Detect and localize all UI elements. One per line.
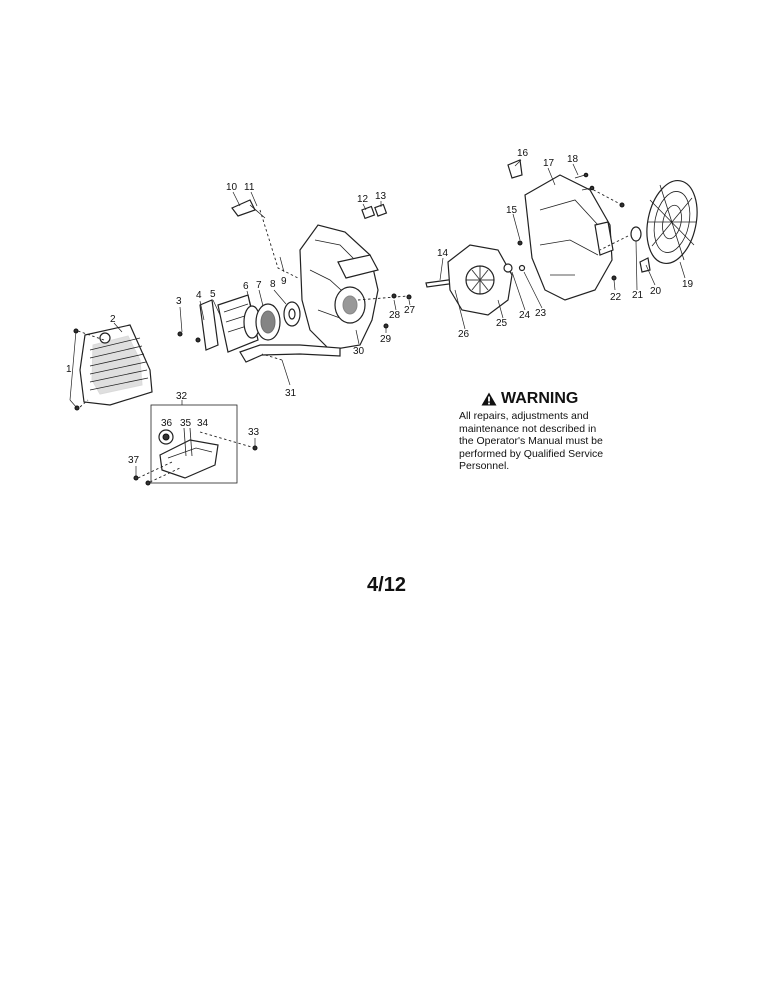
callout-3: 3 <box>176 296 182 307</box>
callout-9: 9 <box>281 276 287 287</box>
grommet <box>361 203 388 220</box>
insulator <box>255 303 281 341</box>
leader-lines <box>69 159 686 483</box>
callout-14: 14 <box>437 248 449 259</box>
callout-15: 15 <box>506 205 518 216</box>
callout-12: 12 <box>357 194 369 205</box>
warning-box: WARNING All repairs, adjustments and mai… <box>459 390 639 473</box>
intake-guard <box>646 180 698 264</box>
callout-29: 29 <box>380 334 392 345</box>
engine-housing <box>299 224 379 351</box>
callout-4: 4 <box>196 290 202 301</box>
callout-33: 33 <box>248 427 260 438</box>
callout-36: 36 <box>161 418 173 429</box>
page-number: 4/12 <box>367 574 406 596</box>
callout-5: 5 <box>210 289 216 300</box>
callout-32: 32 <box>176 391 188 402</box>
callout-10: 10 <box>226 182 238 193</box>
warning-line: All repairs, adjustments and <box>459 410 589 422</box>
starter-assembly-box <box>150 404 238 484</box>
callout-27: 27 <box>404 305 416 316</box>
washer <box>283 301 301 327</box>
callout-18: 18 <box>567 154 579 165</box>
impeller-washer <box>503 263 526 273</box>
callout-11: 11 <box>244 182 255 193</box>
callout-22: 22 <box>610 292 622 303</box>
screws <box>73 202 625 486</box>
callout-2: 2 <box>110 314 116 325</box>
warning-line: the Operator's Manual must be <box>459 435 603 447</box>
callout-16: 16 <box>517 148 529 159</box>
impeller <box>447 244 513 316</box>
gasket <box>199 299 219 351</box>
callout-8: 8 <box>270 279 276 290</box>
callout-21: 21 <box>632 290 644 301</box>
callout-6: 6 <box>243 281 249 292</box>
callout-30: 30 <box>353 346 365 357</box>
callout-labels: 1 2 3 4 5 6 7 8 9 10 11 12 13 14 15 16 1… <box>66 148 694 466</box>
shoulder-strap-clip <box>507 159 523 179</box>
callout-1: 1 <box>66 364 72 375</box>
warning-title: WARNING <box>501 390 579 407</box>
warning-line: maintenance not described in <box>459 422 597 435</box>
callout-23: 23 <box>535 308 547 319</box>
warning-triangle-icon <box>481 392 497 406</box>
throttle-handle <box>239 344 341 363</box>
callout-19: 19 <box>682 279 694 290</box>
callout-37: 37 <box>128 455 140 466</box>
callout-26: 26 <box>458 329 470 340</box>
callout-35: 35 <box>180 418 192 429</box>
callout-34: 34 <box>197 418 209 429</box>
warning-line: Personnel. <box>459 460 510 472</box>
switch-wire <box>231 199 266 219</box>
callout-13: 13 <box>375 191 387 202</box>
air-filter-cover <box>79 324 153 406</box>
callout-25: 25 <box>496 318 508 329</box>
callout-17: 17 <box>543 158 555 169</box>
warning-heading: WARNING <box>459 390 639 408</box>
warning-text: All repairs, adjustments and maintenance… <box>459 410 639 473</box>
callout-7: 7 <box>256 280 262 291</box>
callout-20: 20 <box>650 286 662 297</box>
callout-28: 28 <box>389 310 401 321</box>
callout-24: 24 <box>519 310 531 321</box>
blower-housing <box>524 174 614 301</box>
warning-line: performed by Qualified Service <box>459 447 604 460</box>
callout-31: 31 <box>285 388 297 399</box>
